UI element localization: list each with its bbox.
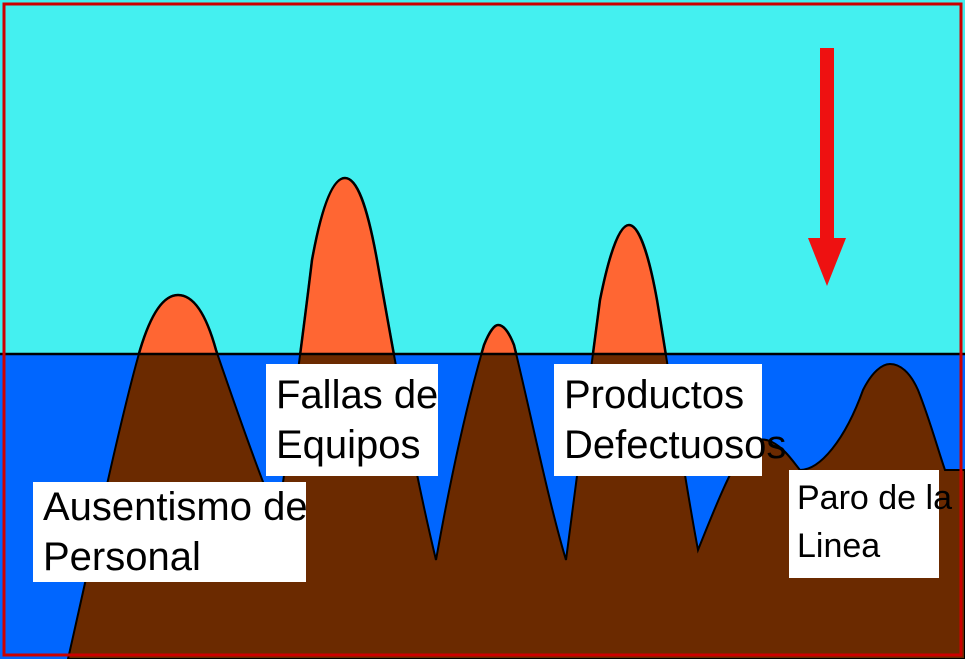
label-paro-de-la-linea: Paro de la Linea xyxy=(789,470,952,578)
label-fallas-line2: Equipos xyxy=(276,423,421,467)
label-ausentismo-line2: Personal xyxy=(43,535,201,579)
label-productos-line2: Defectuosos xyxy=(564,423,787,467)
label-paro-line2: Linea xyxy=(797,527,881,565)
label-productos-defectuosos: Productos Defectuosos xyxy=(554,364,787,476)
label-ausentismo-de-personal: Ausentismo de Personal xyxy=(33,482,308,582)
label-fallas-de-equipos: Fallas de Equipos xyxy=(266,364,438,476)
sky-area xyxy=(0,0,965,354)
label-fallas-line1: Fallas de xyxy=(276,373,439,417)
label-paro-line1: Paro de la xyxy=(797,479,952,517)
lower-water-arrow-icon xyxy=(808,48,846,286)
label-productos-line1: Productos xyxy=(564,373,745,417)
label-ausentismo-line1: Ausentismo de xyxy=(43,485,308,529)
